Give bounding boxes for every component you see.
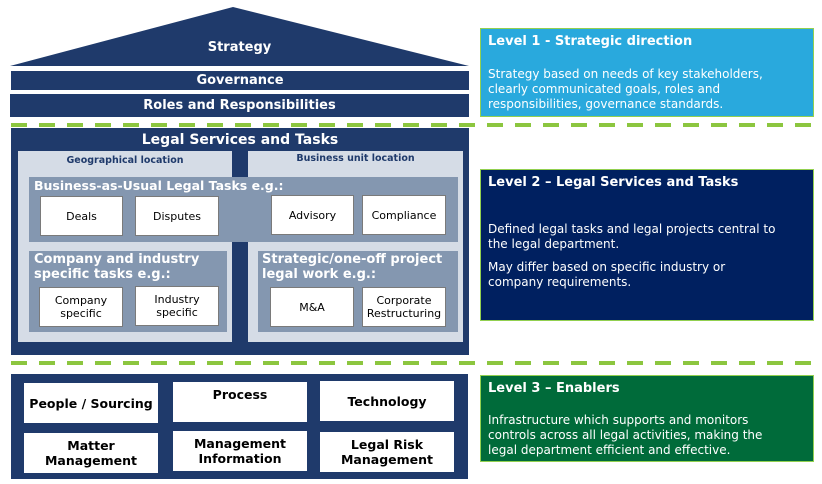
description-line: legal department efficient and effective… — [488, 443, 731, 457]
geographical-location-label: Geographical location — [66, 155, 184, 166]
enabler-label: Management — [193, 436, 286, 451]
level-2-title: Level 2 – Legal Services and Tasks — [488, 175, 739, 190]
level-2-description: Defined legal tasks and legal projects c… — [488, 222, 775, 290]
description-line: controls across all legal activities, ma… — [488, 428, 763, 442]
level-separator-2 — [11, 361, 813, 365]
enabler-label: Management — [340, 452, 433, 467]
enabler-people-sourcing: People / Sourcing — [24, 383, 158, 423]
description-line: clearly communicated goals, roles and — [488, 82, 721, 96]
description-line: the legal department. — [488, 237, 620, 251]
task-label: Disputes — [152, 209, 202, 223]
task-label: Corporate — [376, 294, 432, 307]
enabler-label: Process — [212, 387, 268, 402]
enabler-management-information: Management Information — [173, 431, 307, 471]
description-line: responsibilities, governance standards. — [488, 97, 724, 111]
enabler-label: Technology — [347, 393, 427, 409]
task-label: Restructuring — [366, 307, 442, 320]
task-label: Industry — [154, 293, 200, 306]
enabler-label: Matter — [67, 438, 115, 453]
level-1-title: Level 1 - Strategic direction — [488, 34, 693, 49]
task-label: Advisory — [288, 208, 337, 222]
level-3-box: Level 3 – Enablers Infrastructure which … — [480, 375, 814, 462]
enabler-legal-risk-management: Legal Risk Management — [320, 432, 454, 472]
governance-label: Governance — [196, 73, 284, 88]
roof-shape — [10, 7, 469, 66]
task-label: M&A — [299, 300, 325, 314]
legal-services-title: Legal Services and Tasks — [141, 132, 339, 148]
task-label: Deals — [66, 209, 97, 223]
governance-bar: Governance — [11, 71, 469, 90]
task-box-disputes: Disputes — [135, 196, 219, 236]
title-line: specific tasks e.g.: — [34, 267, 171, 282]
task-label: Company — [54, 294, 108, 307]
title-line: Strategic/one-off project — [262, 252, 443, 267]
task-box-compliance: Compliance — [362, 195, 446, 235]
task-box-corporate-restructuring: Corporate Restructuring — [362, 287, 446, 327]
enabler-label: People / Sourcing — [29, 395, 153, 411]
level-1-description: Strategy based on needs of key stakehold… — [488, 67, 763, 112]
task-box-company-specific: Company specific — [39, 287, 123, 327]
strategy-label: Strategy — [207, 40, 272, 55]
title-line: legal work e.g.: — [262, 267, 377, 282]
bau-title: Business-as-Usual Legal Tasks e.g.: — [34, 178, 284, 193]
task-box-industry-specific: Industry specific — [135, 286, 219, 326]
description-line: Strategy based on needs of key stakehold… — [488, 67, 763, 81]
level-3-title: Level 3 – Enablers — [488, 381, 620, 396]
enabler-label: Legal Risk — [350, 437, 424, 452]
level-3-description: Infrastructure which supports and monito… — [488, 413, 762, 458]
description-line: Infrastructure which supports and monito… — [488, 413, 749, 427]
task-label: specific — [60, 307, 102, 320]
business-unit-location-label: Business unit location — [296, 153, 415, 164]
enabler-technology: Technology — [320, 381, 454, 421]
task-label: Compliance — [371, 208, 437, 222]
company-industry-title: Company and industry specific tasks e.g.… — [34, 252, 199, 282]
task-box-m-and-a: M&A — [270, 287, 354, 327]
roles-label: Roles and Responsibilities — [143, 98, 336, 113]
level-2-box: Level 2 – Legal Services and Tasks Defin… — [480, 169, 814, 321]
level-1-box: Level 1 - Strategic direction Strategy b… — [480, 28, 814, 117]
enabler-label: Information — [198, 451, 282, 466]
roles-bar: Roles and Responsibilities — [10, 94, 469, 117]
task-box-advisory: Advisory — [271, 195, 354, 235]
strategy-roof — [10, 7, 469, 66]
task-label: specific — [156, 306, 198, 319]
title-line: Company and industry — [34, 252, 200, 267]
description-line: May differ based on specific industry or — [488, 260, 726, 274]
enabler-process: Process — [173, 382, 307, 422]
description-spacer — [488, 252, 775, 260]
enabler-label: Management — [44, 453, 137, 468]
task-box-deals: Deals — [40, 196, 123, 236]
strategic-title: Strategic/one-off project legal work e.g… — [262, 252, 442, 282]
description-line: company requirements. — [488, 275, 632, 289]
enabler-matter-management: Matter Management — [24, 433, 158, 473]
level-separator-1 — [11, 123, 813, 127]
description-line: Defined legal tasks and legal projects c… — [488, 222, 776, 236]
